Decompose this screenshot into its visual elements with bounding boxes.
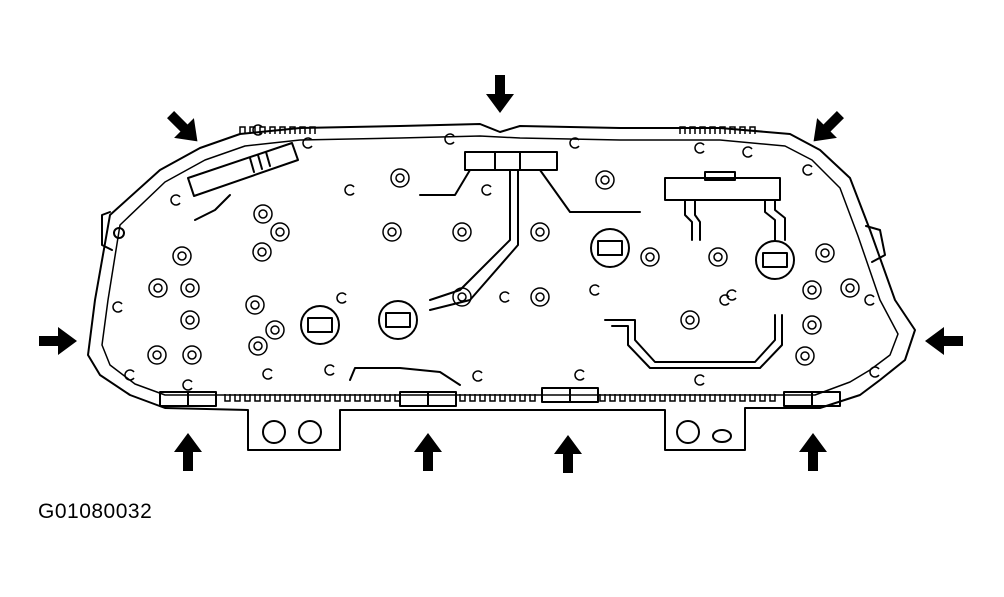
screw-hole — [864, 294, 875, 306]
arrow-icon — [925, 327, 963, 355]
connector-top-left — [187, 142, 299, 221]
screw-hole — [336, 292, 347, 304]
figure-code: G01080032 — [38, 500, 153, 523]
screw-hole — [574, 369, 585, 381]
bulb-socket — [180, 310, 200, 330]
bulb-socket — [147, 345, 167, 365]
connector-top-center — [419, 151, 641, 311]
screw-hole — [170, 194, 181, 206]
bulb-socket — [180, 278, 200, 298]
mount-hole — [262, 420, 286, 444]
edge-notches — [679, 126, 756, 134]
screw-hole — [869, 366, 880, 378]
bulb-socket — [148, 278, 168, 298]
mount-hole — [676, 420, 700, 444]
screw-hole — [726, 289, 737, 301]
connector-top-right — [664, 171, 786, 241]
bulb-socket — [815, 243, 835, 263]
bulb-socket — [795, 346, 815, 366]
bulb-socket — [530, 222, 550, 242]
screw-hole — [262, 368, 273, 380]
arrow-icon — [414, 433, 442, 471]
screw-hole — [444, 133, 455, 145]
edge-notches — [599, 394, 776, 402]
circuit-trace — [604, 314, 776, 363]
gauge-socket — [300, 228, 795, 345]
circuit-trace — [349, 367, 461, 386]
bulb-socket — [172, 246, 192, 266]
screw-hole — [124, 369, 135, 381]
edge-notches — [459, 394, 536, 402]
bulb-socket — [265, 320, 285, 340]
edge-notches — [224, 394, 401, 402]
bulb-socket — [680, 310, 700, 330]
bulb-socket — [253, 204, 273, 224]
cluster-outline — [87, 123, 916, 451]
screw-hole — [252, 124, 263, 136]
screw-hole — [302, 137, 313, 149]
screw-hole — [802, 164, 813, 176]
bulb-socket — [640, 247, 660, 267]
bulb-socket — [840, 278, 860, 298]
screw-hole — [694, 374, 705, 386]
arrow-icon — [813, 111, 844, 142]
circuit-trace — [611, 314, 783, 369]
screw-hole — [694, 142, 705, 154]
bulb-socket — [182, 345, 202, 365]
bulb-socket — [382, 222, 402, 242]
bulb-socket — [270, 222, 290, 242]
arrow-icon — [554, 435, 582, 473]
bulb-socket — [245, 295, 265, 315]
arrow-icon — [39, 327, 77, 355]
connector-bottom — [159, 387, 841, 407]
screw-hole — [472, 370, 483, 382]
left-mount-bracket — [101, 211, 113, 251]
bulb-socket — [252, 242, 272, 262]
screw-hole — [742, 146, 753, 158]
bulb-socket — [452, 287, 472, 307]
bulb-socket — [530, 287, 550, 307]
screw-hole — [324, 364, 335, 376]
screw-hole — [499, 291, 510, 303]
screw-hole — [481, 184, 492, 196]
arrow-icon — [174, 433, 202, 471]
arrow-icon — [799, 433, 827, 471]
cluster-inner-outline — [101, 135, 899, 396]
mount-hole — [298, 420, 322, 444]
right-mount-bracket — [865, 225, 886, 263]
arrow-icon — [486, 75, 514, 113]
screw-hole — [182, 379, 193, 391]
bulb-socket — [708, 247, 728, 267]
bulb-socket — [248, 336, 268, 356]
bulb-socket — [802, 280, 822, 300]
bulb-socket — [390, 168, 410, 188]
edge-notches — [239, 126, 316, 134]
bulb-socket — [802, 315, 822, 335]
bulb-socket — [452, 222, 472, 242]
bulb-socket — [595, 170, 615, 190]
screw-hole — [589, 284, 600, 296]
mount-slot — [712, 429, 732, 443]
screw-hole — [344, 184, 355, 196]
screw-hole — [112, 301, 123, 313]
screw-hole — [569, 137, 580, 149]
arrow-icon — [167, 111, 198, 142]
